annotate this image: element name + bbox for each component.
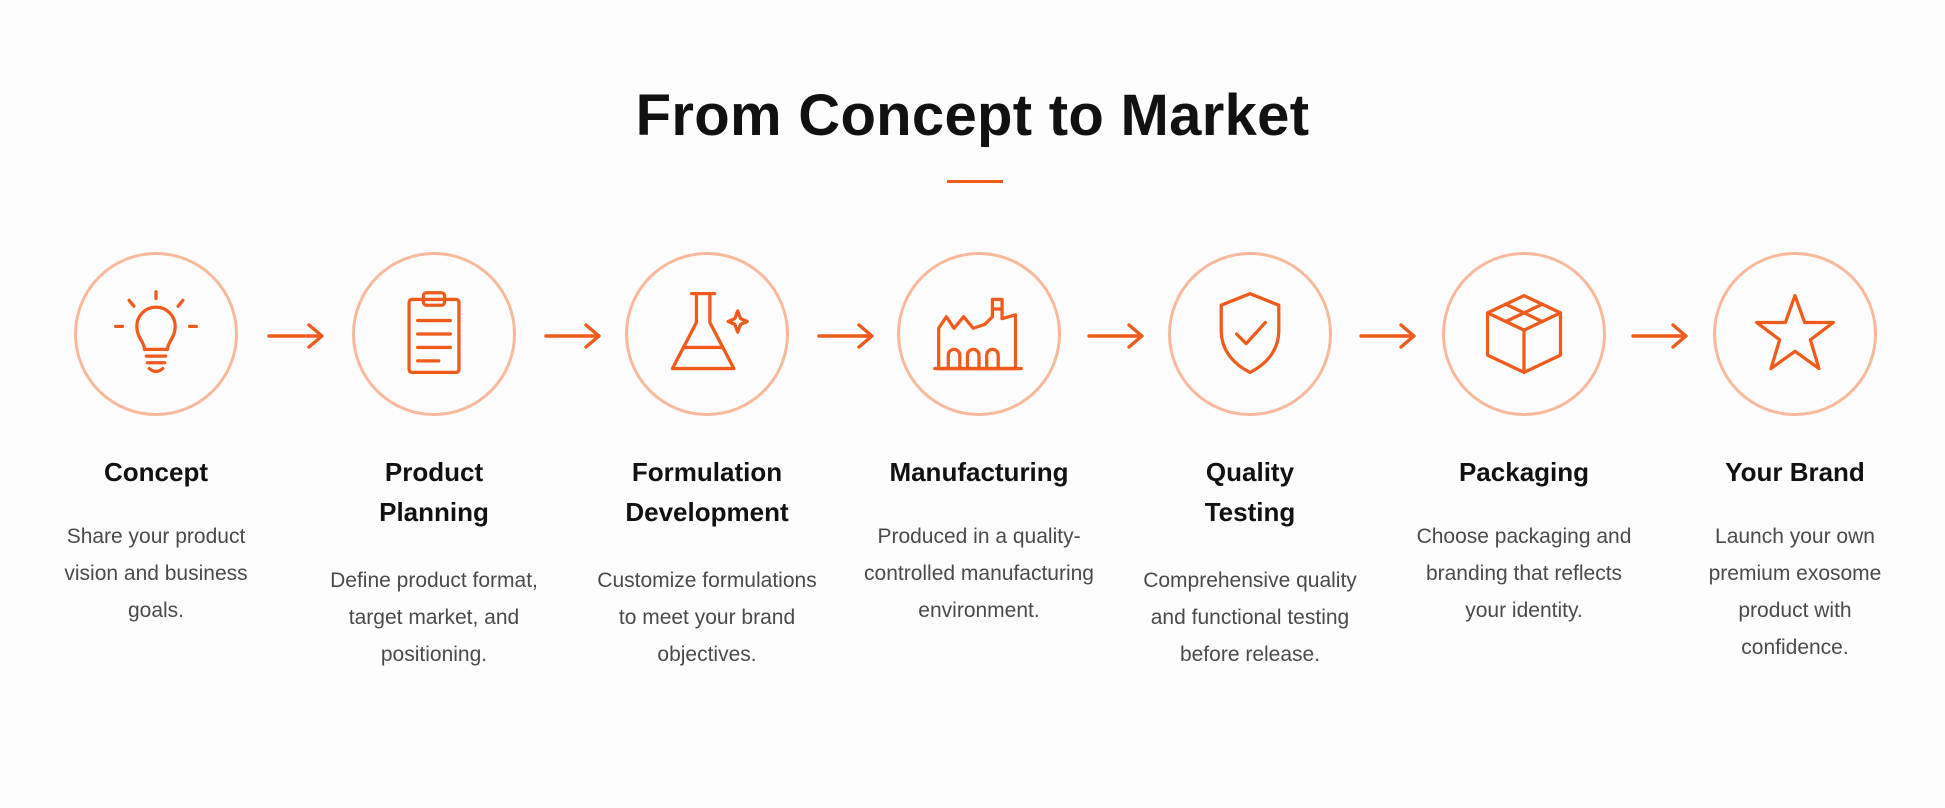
step-icon-circle [1442, 252, 1606, 416]
step-quality-testing: Quality Testing Comprehensive quality an… [1114, 252, 1386, 673]
step-title: Concept [104, 457, 208, 487]
star-icon [1754, 293, 1836, 371]
step-description: Share your product vision and business g… [64, 525, 248, 622]
step-description: Launch your own premium exosome product … [1708, 525, 1882, 659]
arrow-right-icon [1631, 323, 1688, 349]
step-title: Product Planning [379, 457, 489, 527]
factory-icon [933, 297, 1023, 371]
shield-check-icon [1219, 292, 1281, 375]
step-your-brand: Your Brand Launch your own premium exoso… [1659, 252, 1931, 666]
arrow-right-icon [544, 323, 601, 349]
arrow-right-icon [1359, 323, 1416, 349]
flask-icon [670, 292, 749, 371]
step-packaging: Packaging Choose packaging and branding … [1388, 252, 1660, 629]
step-description: Choose packaging and branding that refle… [1416, 525, 1632, 622]
step-description: Produced in a quality- controlled manufa… [864, 525, 1094, 622]
box-icon [1485, 293, 1563, 375]
lightbulb-icon [114, 290, 198, 374]
step-title: Manufacturing [889, 457, 1069, 487]
step-description: Customize formulations to meet your bran… [597, 569, 817, 666]
arrow-right-icon [1087, 323, 1144, 349]
step-description: Comprehensive quality and functional tes… [1143, 569, 1357, 666]
title-divider [947, 180, 1003, 183]
step-formulation-development: Formulation Development Customize formul… [571, 252, 843, 673]
clipboard-icon [407, 291, 461, 375]
step-icon-circle [625, 252, 789, 416]
step-description: Define product format, target market, an… [330, 569, 538, 666]
step-title: Your Brand [1725, 457, 1865, 487]
step-title: Formulation Development [625, 457, 789, 527]
step-icon-circle [897, 252, 1061, 416]
step-icon-circle [1168, 252, 1332, 416]
step-icon-circle [1713, 252, 1877, 416]
step-icon-circle [352, 252, 516, 416]
step-concept: Concept Share your product vision and bu… [20, 252, 292, 629]
arrow-right-icon [267, 323, 324, 349]
arrow-right-icon [817, 323, 874, 349]
step-product-planning: Product Planning Define product format, … [298, 252, 570, 673]
step-manufacturing: Manufacturing Produced in a quality- con… [843, 252, 1115, 629]
step-icon-circle [74, 252, 238, 416]
step-title: Quality Testing [1204, 457, 1296, 527]
page-title: From Concept to Market [635, 83, 1310, 148]
step-title: Packaging [1458, 457, 1590, 487]
